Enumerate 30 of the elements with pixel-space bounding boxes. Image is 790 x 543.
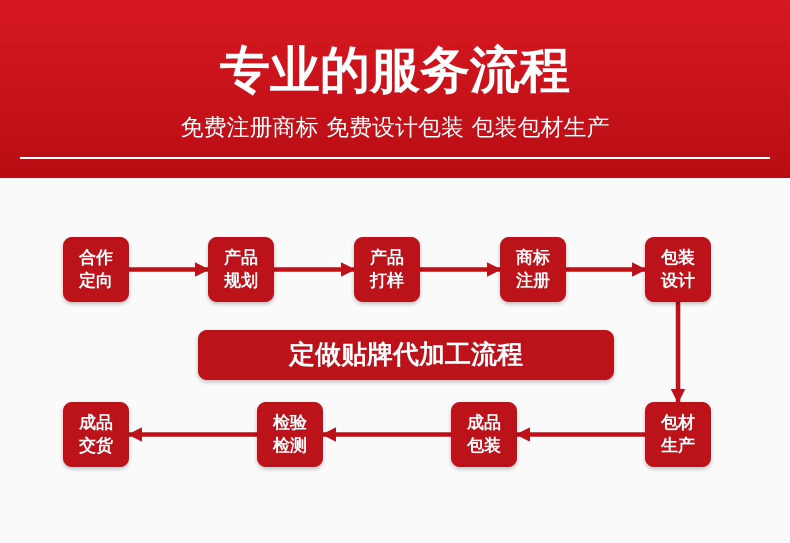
process-box: [451, 402, 517, 467]
arrow: [566, 262, 646, 277]
step-label: 成品包装: [466, 412, 502, 458]
process-box: [645, 402, 711, 467]
arrow: [322, 427, 451, 442]
step-label: 产品打样: [368, 246, 405, 292]
process-box: [63, 237, 129, 302]
arrow: [420, 262, 502, 277]
process-box: [354, 237, 420, 302]
step-label: 检验检测: [272, 412, 308, 458]
arrow: [670, 302, 686, 404]
process-box: [500, 237, 566, 302]
arrow: [128, 427, 257, 442]
step-label: 商标注册: [514, 246, 551, 292]
step-label: 定做贴牌代加工流程: [289, 339, 523, 371]
process-box: [257, 402, 323, 467]
step-label: 包材生产: [660, 412, 696, 458]
title-banner: [198, 330, 614, 380]
arrow: [516, 427, 645, 442]
arrow: [129, 262, 210, 277]
process-box: [63, 402, 129, 467]
step-label: 包装设计: [660, 246, 696, 292]
step-label: 产品规划: [222, 246, 259, 292]
arrow: [274, 262, 356, 277]
step-label: 合作定向: [78, 246, 114, 292]
subtitle: 免费注册商标 免费设计包装 包装包材生产: [180, 114, 610, 143]
step-label: 成品交货: [78, 412, 114, 458]
process-box: [645, 237, 711, 302]
process-box: [208, 237, 274, 302]
page-title: 专业的服务流程: [219, 40, 571, 100]
